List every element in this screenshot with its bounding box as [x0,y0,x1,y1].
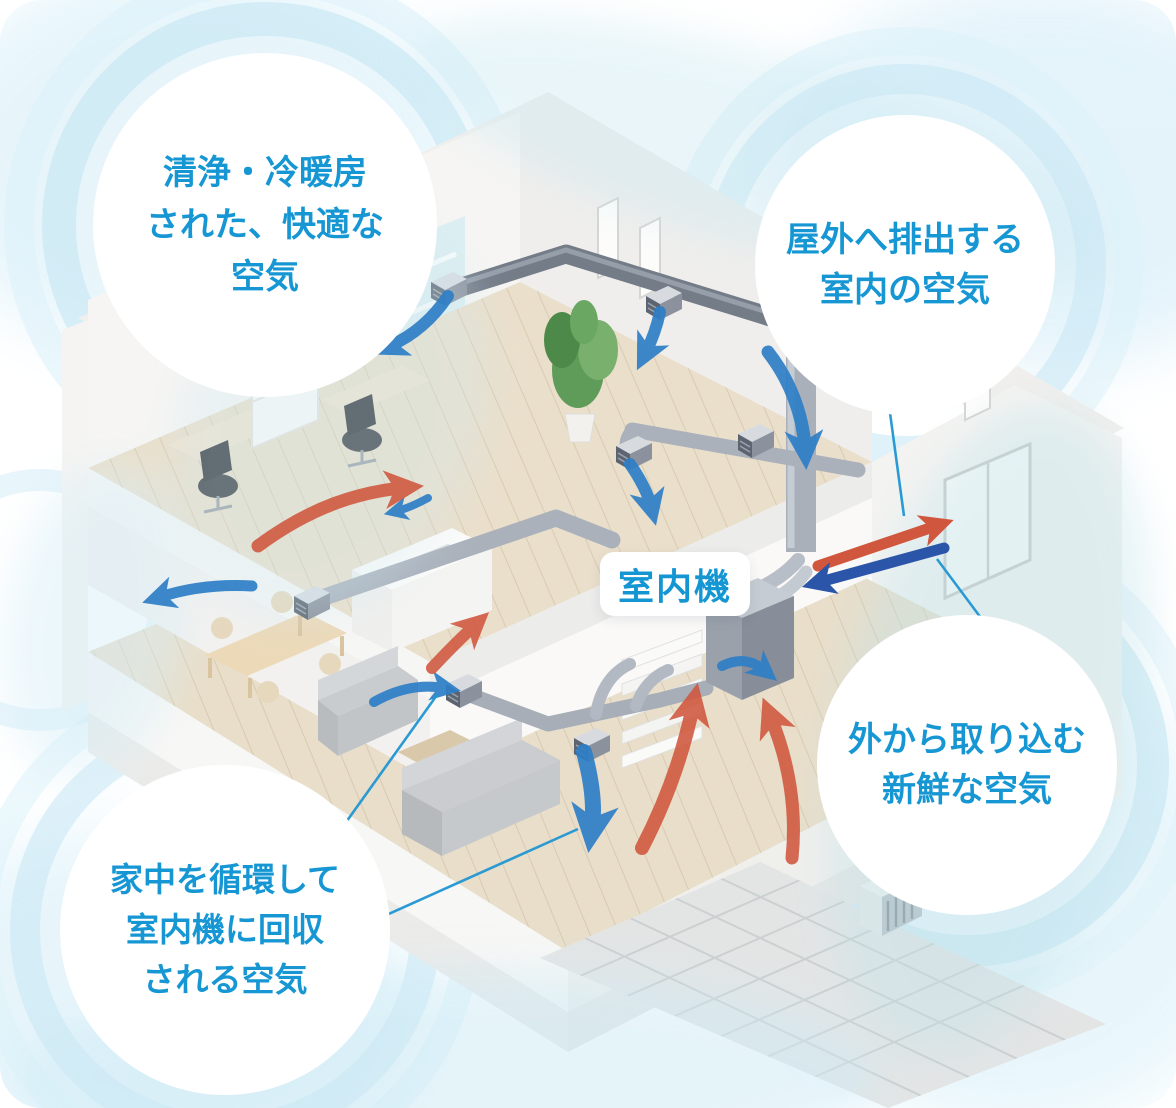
supply-air-arrows [142,290,824,853]
indoor-unit-label-text: 室内機 [617,566,732,607]
return-arrow [251,470,424,553]
attic-duct [449,244,861,354]
return-arrow [635,682,710,855]
bubble-fresh-air-line1: 外から取り込む [848,721,1086,759]
supply-arrow [571,744,619,853]
plant [544,300,618,443]
bubble-return-air-line1: 家中を循環して [109,861,340,898]
sofa [318,646,418,756]
bubble-clean-air-line3: 空気 [231,258,299,296]
supply-arrow [636,306,670,371]
bubble-return-air-line3: される空気 [142,961,308,998]
indoor-unit-label: 室内機 [600,552,750,616]
supply-arrow [761,345,824,471]
bubble-fresh-air: 外から取り込む 新鮮な空気 [817,615,1117,915]
bubble-return-air: 家中を循環して 室内機に回収 される空気 [60,765,390,1095]
leader-line [935,558,986,623]
bubble-exhaust-air-line2: 室内の空気 [820,271,990,309]
leader-line [372,827,579,923]
return-arrow [426,612,490,674]
bubble-return-air-line2: 室内機に回収 [126,911,324,948]
supply-arrow [369,671,461,707]
leader-line [337,694,439,833]
bubble-clean-air-line1: 清浄・冷暖房 [163,154,367,192]
bubble-clean-air-line2: された、快適な [146,206,384,244]
supply-arrow [142,576,258,609]
exhaust-intake-arrows [801,515,954,594]
bubble-exhaust-air-line1: 屋外へ排出する [786,221,1024,259]
intake-arrow [801,542,950,594]
leader-line [886,397,906,517]
return-air-arrows [251,470,800,865]
return-arrow [759,697,800,865]
bubble-clean-air: 清浄・冷暖房 された、快適な 空気 [93,53,437,397]
sofa [402,718,560,856]
exhaust-arrow [812,515,954,572]
bubble-exhaust-air: 屋外へ排出する 室内の空気 [755,115,1055,415]
supply-arrow [717,649,778,681]
bubble-fresh-air-line2: 新鮮な空気 [882,771,1052,809]
supply-arrow [624,458,665,526]
supply-arrow [371,290,454,356]
